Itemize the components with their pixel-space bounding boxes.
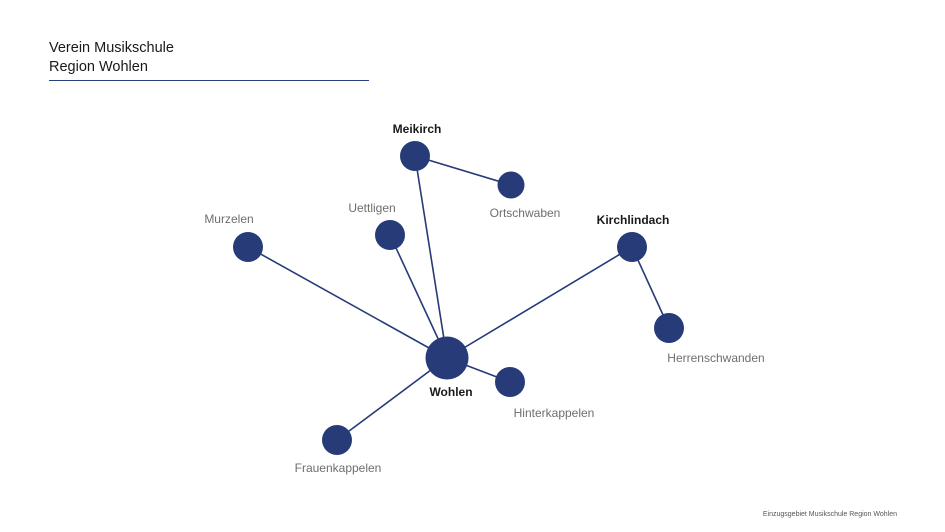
title-line-2: Region Wohlen [49, 59, 148, 75]
label-frauenkappelen: Frauenkappelen [295, 461, 382, 475]
edge-wohlen-kirchlindach [446, 246, 633, 359]
node-murzelen [233, 232, 263, 262]
label-herrenschwanden: Herrenschwanden [667, 351, 764, 365]
node-ortschwaben [497, 171, 525, 199]
edge-wohlen-frauenkappelen [336, 357, 448, 441]
title-line-1: Verein Musikschule [49, 40, 174, 56]
node-meikirch [400, 141, 430, 171]
node-uettligen [375, 220, 405, 250]
page-title: Verein Musikschule Region Wohlen [49, 39, 174, 77]
edge-wohlen-murzelen [247, 246, 448, 359]
footer-caption: Einzugsgebiet Musikschule Region Wohlen [762, 511, 897, 518]
label-ortschwaben: Ortschwaben [490, 206, 561, 220]
node-frauenkappelen [322, 425, 352, 455]
label-hinterkappelen: Hinterkappelen [514, 406, 595, 420]
label-murzelen: Murzelen [204, 212, 253, 226]
label-uettligen: Uettligen [348, 201, 395, 215]
node-kirchlindach [617, 232, 647, 262]
node-herrenschwanden [654, 313, 684, 343]
label-wohlen: Wohlen [429, 385, 472, 399]
edge-wohlen-meikirch [414, 155, 448, 359]
edge-meikirch-ortschwaben [414, 155, 512, 186]
label-meikirch: Meikirch [393, 122, 442, 136]
label-kirchlindach: Kirchlindach [597, 213, 670, 227]
node-hinterkappelen [495, 367, 525, 397]
edge-wohlen-uettligen [389, 234, 448, 359]
title-underline [49, 80, 369, 81]
node-wohlen [425, 336, 469, 380]
